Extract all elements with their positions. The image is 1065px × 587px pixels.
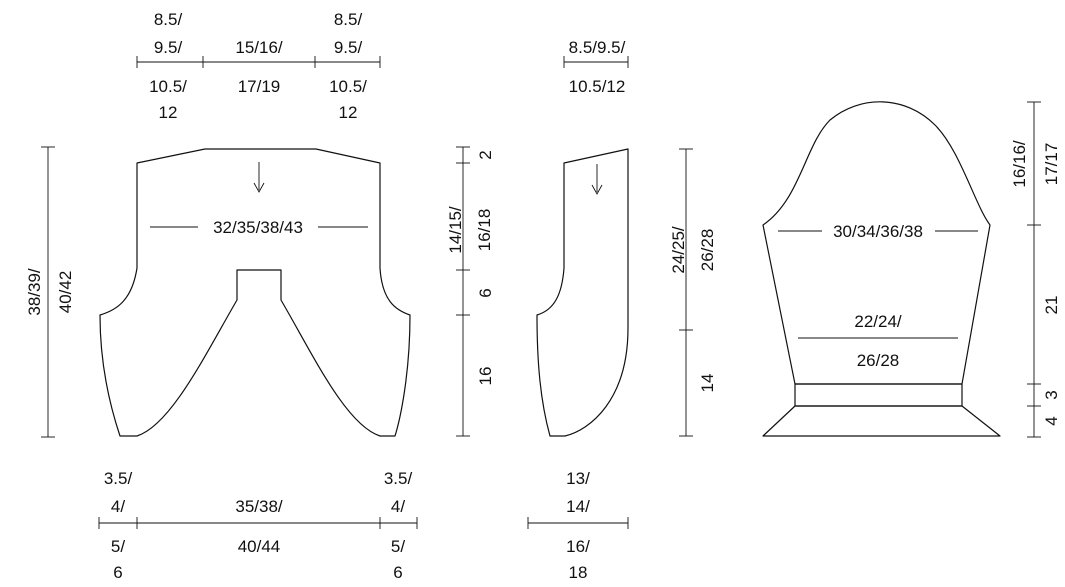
back-armhole-label-2: 16/18 [475, 209, 494, 252]
sleeve-cuff-label-2: 4 [1042, 416, 1061, 425]
back-bottom-right-label-1: 3.5/ [384, 469, 413, 488]
sleeve-piece: 30/34/36/38 22/24/ 26/28 16/16/ 17/17 21… [762, 101, 1061, 438]
front-height-label-2: 26/28 [698, 229, 717, 272]
sleeve-lower-width-label-2: 26/28 [857, 351, 900, 370]
front-piece-outline [536, 148, 629, 437]
sleeve-length-label: 21 [1042, 296, 1061, 315]
front-arrow [591, 164, 603, 195]
sleeve-cuff-band [794, 383, 963, 407]
front-bottom-label-1: 13/ [566, 469, 590, 488]
front-bottom-dimension: 13/ 14/ 16/ 18 [527, 469, 629, 582]
sleeve-cuff-flare [762, 405, 1001, 437]
front-height-label-1: 24/25/ [669, 226, 688, 274]
front-side-dimension: 24/25/ 26/28 14 [669, 148, 717, 437]
front-bottom-label-2: 14/ [566, 497, 590, 516]
back-bottom-center-label-1: 35/38/ [235, 497, 283, 516]
front-lower-label: 14 [698, 374, 717, 393]
sleeve-side-dimension: 16/16/ 17/17 21 3 4 [1010, 101, 1061, 438]
sleeve-width-label: 30/34/36/38 [833, 222, 923, 241]
back-bottom-left-label-3: 5/ [111, 537, 125, 556]
back-top-right-label-3: 10.5/ [329, 77, 367, 96]
back-side-dimension: 2 14/15/ 16/18 6 16 [446, 146, 495, 437]
back-top-left-label-2: 9.5/ [154, 38, 183, 57]
back-shoulder-label: 2 [476, 150, 495, 159]
sleeve-cuff-label-1: 3 [1042, 390, 1061, 399]
back-top-right-label-1: 8.5/ [334, 10, 363, 29]
back-bottom-center-label-2: 40/44 [238, 537, 281, 556]
back-armhole-label-1: 14/15/ [446, 206, 465, 254]
back-top-dimension: 8.5/ 9.5/ 10.5/ 12 15/16/ 17/19 8.5/ 9.5… [136, 10, 381, 122]
back-piece: 32/35/38/43 38/39/ 40/42 8.5/ 9.5/ 10.5/… [25, 10, 495, 582]
back-top-left-label-4: 12 [159, 103, 178, 122]
back-height-label-1: 38/39/ [25, 268, 44, 316]
back-bottom-dimension: 3.5/ 4/ 5/ 6 35/38/ 40/44 3.5/ 4/ 5/ 6 [98, 469, 418, 582]
front-top-label-1: 8.5/9.5/ [569, 38, 626, 57]
front-bottom-label-4: 18 [569, 563, 588, 582]
back-top-center-label-1: 15/16/ [235, 38, 283, 57]
back-lower-label: 16 [476, 367, 495, 386]
back-top-right-label-2: 9.5/ [334, 38, 363, 57]
front-bottom-label-3: 16/ [566, 537, 590, 556]
back-bottom-right-label-4: 6 [393, 563, 402, 582]
sleeve-cap-label-1: 16/16/ [1010, 140, 1029, 188]
back-bottom-left-label-4: 6 [113, 563, 122, 582]
back-top-right-label-4: 12 [339, 103, 358, 122]
back-top-left-label-3: 10.5/ [149, 77, 187, 96]
back-height-dimension: 38/39/ 40/42 [25, 146, 75, 438]
back-bottom-left-label-2: 4/ [111, 497, 125, 516]
back-middle-label: 6 [476, 288, 495, 297]
back-bottom-right-label-2: 4/ [391, 497, 405, 516]
back-bottom-left-label-1: 3.5/ [104, 469, 133, 488]
front-top-label-2: 10.5/12 [569, 77, 626, 96]
sleeve-cap-label-2: 17/17 [1042, 143, 1061, 186]
back-height-label-2: 40/42 [56, 271, 75, 314]
front-top-dimension: 8.5/9.5/ 10.5/12 [563, 38, 629, 96]
back-width-label: 32/35/38/43 [213, 218, 303, 237]
back-top-left-label-1: 8.5/ [154, 10, 183, 29]
front-piece: 8.5/9.5/ 10.5/12 13/ 14/ 16/ 18 24/25/ 2… [527, 38, 717, 582]
back-arrow [253, 162, 265, 193]
back-bottom-right-label-3: 5/ [391, 537, 405, 556]
sleeve-outline [762, 101, 991, 385]
sleeve-lower-width-label-1: 22/24/ [854, 312, 902, 331]
back-piece-outline [99, 148, 411, 437]
back-top-center-label-2: 17/19 [238, 77, 281, 96]
